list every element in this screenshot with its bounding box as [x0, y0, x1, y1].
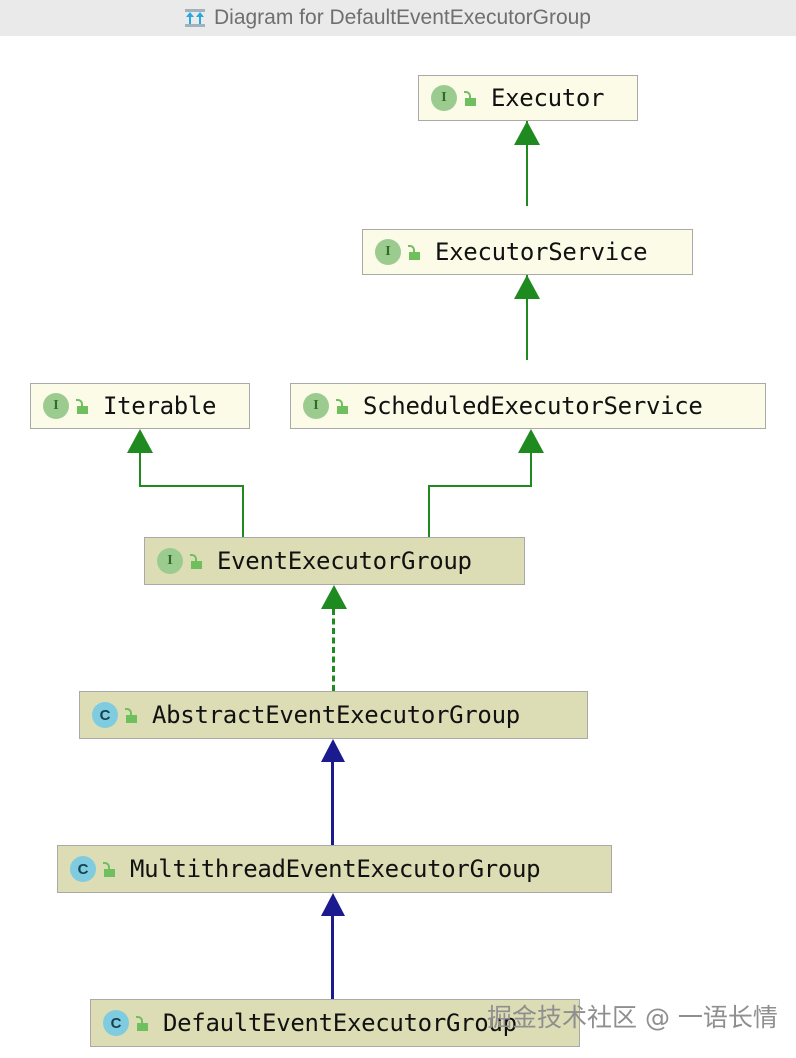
class-node-multithreadeventexecutorgroup[interactable]: C MultithreadEventExecutorGroup [57, 845, 612, 893]
public-lock-icon [336, 398, 349, 414]
class-node-eventexecutorgroup[interactable]: I EventExecutorGroup [144, 537, 525, 585]
edge-eeg-to-iterable-jog [139, 485, 244, 487]
edge-scheduled-to-executorservice [526, 275, 528, 360]
node-label: ExecutorService [435, 238, 648, 266]
arrowhead-executorservice-to-executor [514, 121, 540, 145]
edge-aeeg-to-eeg [332, 609, 335, 691]
class-node-defaulteventexecutorgroup[interactable]: C DefaultEventExecutorGroup [90, 999, 580, 1047]
node-label: EventExecutorGroup [217, 547, 472, 575]
diagram-canvas[interactable]: I Executor I ExecutorService I Iterable … [0, 36, 796, 1058]
interface-icon: I [157, 548, 183, 574]
edge-eeg-to-scheduled-stem [530, 453, 532, 487]
class-node-iterable[interactable]: I Iterable [30, 383, 250, 429]
arrowhead-deeg-to-meeg [321, 893, 345, 916]
node-label: ScheduledExecutorService [363, 392, 703, 420]
node-label: DefaultEventExecutorGroup [163, 1009, 517, 1037]
class-node-executor[interactable]: I Executor [418, 75, 638, 121]
edge-eeg-to-scheduled-jog [428, 485, 532, 487]
public-lock-icon [76, 398, 89, 414]
interface-icon: I [431, 85, 457, 111]
page-title: Diagram for DefaultEventExecutorGroup [213, 6, 591, 29]
public-lock-icon [408, 244, 421, 260]
class-icon: C [92, 702, 118, 728]
hierarchy-diagram-icon [184, 9, 205, 27]
interface-icon: I [303, 393, 329, 419]
edge-eeg-to-scheduled-riser [428, 485, 430, 537]
class-node-executorservice[interactable]: I ExecutorService [362, 229, 693, 275]
public-lock-icon [136, 1015, 149, 1031]
arrowhead-aeeg-to-eeg [321, 585, 347, 609]
node-label: Executor [491, 84, 605, 112]
edge-executorservice-to-executor [526, 121, 528, 206]
public-lock-icon [125, 707, 138, 723]
arrowhead-eeg-to-scheduled [518, 429, 544, 453]
interface-icon: I [43, 393, 69, 419]
edge-eeg-to-iterable-riser [242, 485, 244, 537]
interface-icon: I [375, 239, 401, 265]
node-label: MultithreadEventExecutorGroup [130, 855, 541, 883]
node-label: AbstractEventExecutorGroup [152, 701, 520, 729]
class-icon: C [70, 856, 96, 882]
header-content: Diagram for DefaultEventExecutorGroup [184, 6, 591, 30]
edge-meeg-to-aeeg [331, 762, 334, 845]
arrowhead-eeg-to-iterable [127, 429, 153, 453]
edge-deeg-to-meeg [331, 916, 334, 999]
edge-eeg-to-iterable-stem [139, 453, 141, 487]
diagram-header-bar: Diagram for DefaultEventExecutorGroup [0, 0, 796, 36]
class-node-scheduledexecutorservice[interactable]: I ScheduledExecutorService [290, 383, 766, 429]
arrowhead-meeg-to-aeeg [321, 739, 345, 762]
public-lock-icon [190, 553, 203, 569]
node-label: Iterable [103, 392, 217, 420]
class-icon: C [103, 1010, 129, 1036]
arrowhead-scheduled-to-executorservice [514, 275, 540, 299]
public-lock-icon [103, 861, 116, 877]
class-node-abstracteventexecutorgroup[interactable]: C AbstractEventExecutorGroup [79, 691, 588, 739]
public-lock-icon [464, 90, 477, 106]
